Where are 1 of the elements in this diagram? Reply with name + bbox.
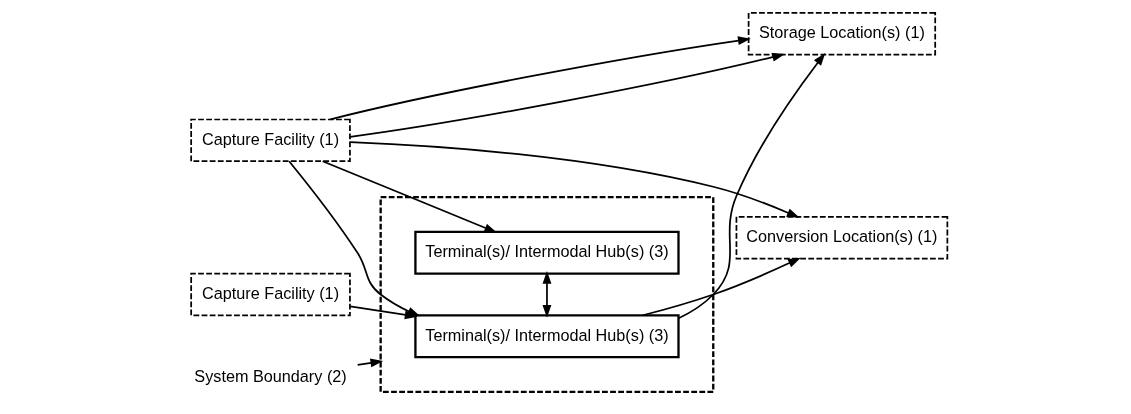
node-text: System Boundary (2): [194, 367, 347, 386]
